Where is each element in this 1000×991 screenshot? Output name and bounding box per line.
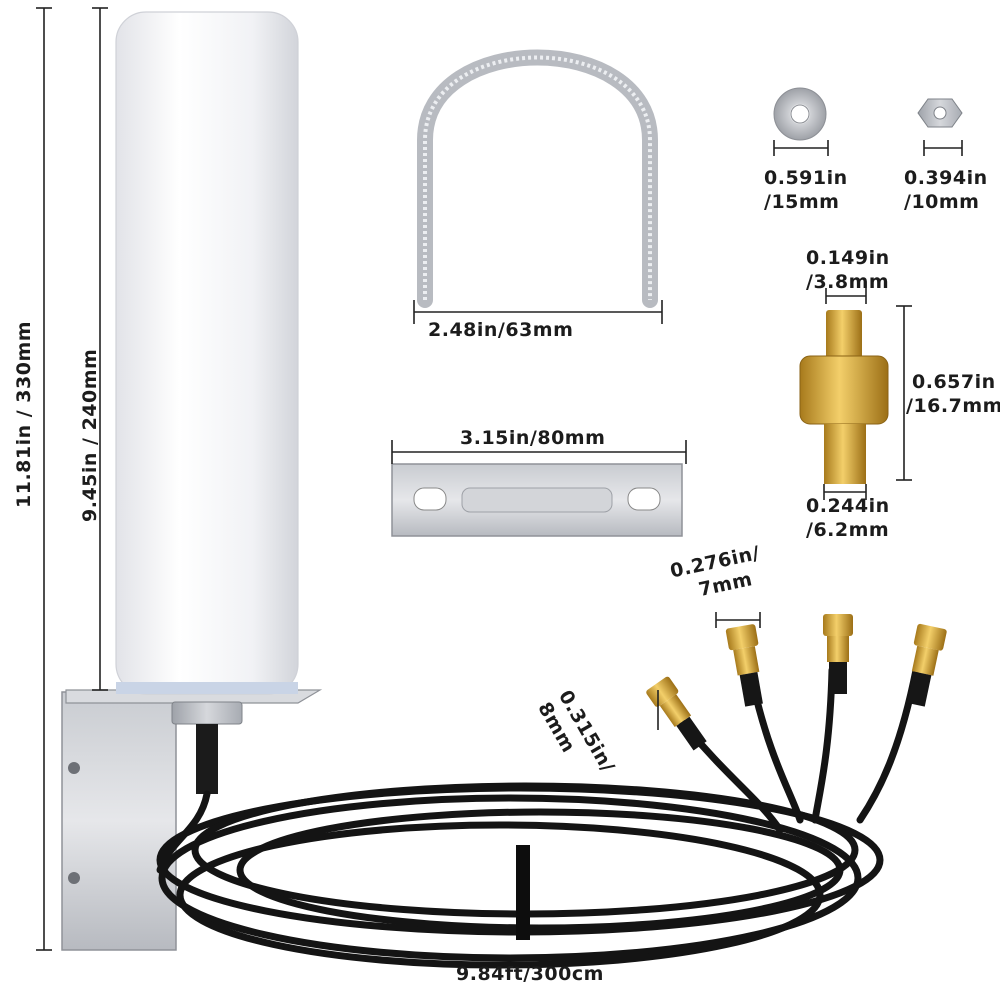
antenna-total-height-label: 11.81in / 330mm: [13, 320, 35, 508]
sma-connector: [725, 624, 763, 707]
nut-size-mm: /10mm: [904, 191, 980, 213]
dimension-lines: [36, 7, 963, 951]
ts9-adapter: [799, 310, 889, 484]
u-bolt-highlight: [423, 55, 652, 300]
antenna-mount-nut: [171, 701, 243, 725]
adapter-thread-label: 0.244in /6.2mm: [806, 494, 890, 542]
adapter-thread-mm: /6.2mm: [806, 519, 890, 541]
bracket-plate-width-label: 3.15in/80mm: [460, 427, 606, 449]
u-bolt: [417, 49, 658, 308]
adapter-length-mm: /16.7mm: [906, 395, 1000, 417]
u-bolt-width-label: 2.48in/63mm: [428, 319, 574, 341]
sma-connectors: [646, 614, 947, 751]
antenna-cable-root: [196, 724, 218, 794]
nut-size-label: 0.394in /10mm: [904, 166, 988, 214]
bracket-slot: [413, 487, 447, 511]
adapter-pin-mm: /3.8mm: [806, 271, 890, 293]
adapter-thread-inches: 0.244in: [806, 495, 890, 517]
sma-connector: [646, 676, 707, 751]
washer-size-mm: /15mm: [764, 191, 840, 213]
antenna-radome: [115, 11, 299, 695]
sma-connector: [907, 623, 947, 707]
radome-base-ring: [116, 682, 298, 694]
adapter-pin-inches: 0.149in: [806, 247, 890, 269]
bracket-slot: [627, 487, 661, 511]
bracket-plate: [391, 463, 683, 537]
antenna: [61, 11, 323, 951]
washer-size-label: 0.591in /15mm: [764, 166, 848, 214]
bracket-hole: [68, 762, 80, 774]
nut-size-inches: 0.394in: [904, 167, 988, 189]
sma-connector: [823, 614, 853, 694]
hex-nut-hole: [933, 106, 947, 120]
adapter-length-label: 0.657in /16.7mm: [906, 370, 1000, 418]
washer-hole: [790, 104, 810, 124]
adapter-pin-label: 0.149in /3.8mm: [806, 246, 890, 294]
cable-length-label: 9.84ft/300cm: [456, 963, 604, 985]
washer-size-inches: 0.591in: [764, 167, 848, 189]
adapter-length-inches: 0.657in: [912, 371, 996, 393]
antenna-wall-bracket: [61, 691, 177, 951]
bracket-hole: [68, 872, 80, 884]
antenna-radome-height-label: 9.45in / 240mm: [79, 348, 101, 522]
